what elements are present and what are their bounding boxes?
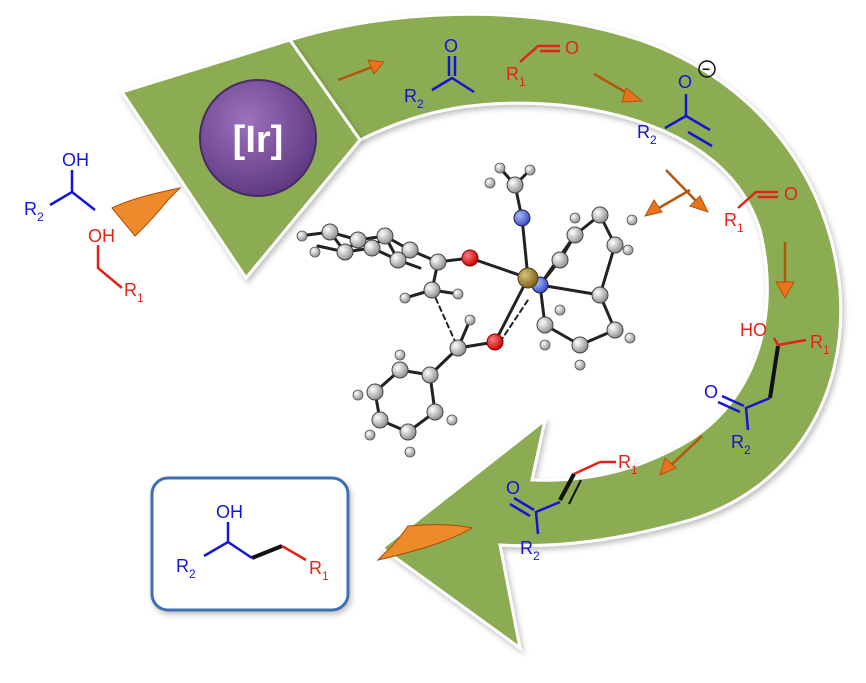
r-label: R xyxy=(506,64,519,84)
cycle-arrow xyxy=(287,12,843,652)
r1-label: R xyxy=(309,558,322,578)
o-label: O xyxy=(678,72,692,92)
r-label: R xyxy=(24,199,37,219)
r-label: R xyxy=(124,280,137,300)
ho-label: HO xyxy=(740,320,767,340)
aldol-adduct: HO R 1 O R 2 xyxy=(704,320,830,457)
r1-label: R xyxy=(810,332,823,352)
r-subscript: 2 xyxy=(417,97,424,111)
aldehyde-2: O R 1 xyxy=(724,184,798,235)
o-label: O xyxy=(784,184,798,204)
r2-subscript: 2 xyxy=(189,567,196,581)
r-subscript: 1 xyxy=(737,221,744,235)
r-subscript: 1 xyxy=(519,75,526,89)
ketone: O R 2 xyxy=(404,36,475,111)
enone: R 1 O R 2 xyxy=(506,452,638,563)
o-label: O xyxy=(506,478,520,498)
o-label: O xyxy=(565,38,579,58)
r1-subscript: 1 xyxy=(631,463,638,477)
o-label: O xyxy=(444,36,458,56)
r-subscript: 1 xyxy=(137,291,144,305)
r2-subscript: 2 xyxy=(744,443,751,457)
r1-label: R xyxy=(618,452,631,472)
negative-charge-icon xyxy=(698,60,716,78)
transition-state-model xyxy=(296,162,638,458)
r1-subscript: 1 xyxy=(823,343,830,357)
r-label: R xyxy=(404,86,417,106)
r-label: R xyxy=(724,210,737,230)
r-subscript: 2 xyxy=(37,210,44,224)
charge-label: − xyxy=(702,61,710,77)
r-subscript: 2 xyxy=(650,133,657,147)
enolate: O − R 2 xyxy=(637,60,716,148)
r2-label: R xyxy=(520,538,533,558)
catalyst-sphere: [Ir] xyxy=(199,79,317,197)
product-box: OH R 2 R 1 xyxy=(150,476,350,612)
oh-label: OH xyxy=(216,502,243,522)
start-alcohol-2: OH R 1 xyxy=(88,226,144,305)
catalyst-label: [Ir] xyxy=(233,119,284,161)
o-label: O xyxy=(704,382,718,402)
r2-subscript: 2 xyxy=(533,549,540,563)
r2-label: R xyxy=(731,432,744,452)
aldehyde-1: O R 1 xyxy=(506,38,579,89)
orange-arrows xyxy=(111,59,795,561)
oh-label: OH xyxy=(88,226,115,246)
r1-subscript: 1 xyxy=(322,569,329,583)
oh-label: OH xyxy=(62,150,89,170)
start-alcohol-1: OH R 2 xyxy=(24,150,96,224)
r-label: R xyxy=(637,122,650,142)
r2-label: R xyxy=(176,556,189,576)
